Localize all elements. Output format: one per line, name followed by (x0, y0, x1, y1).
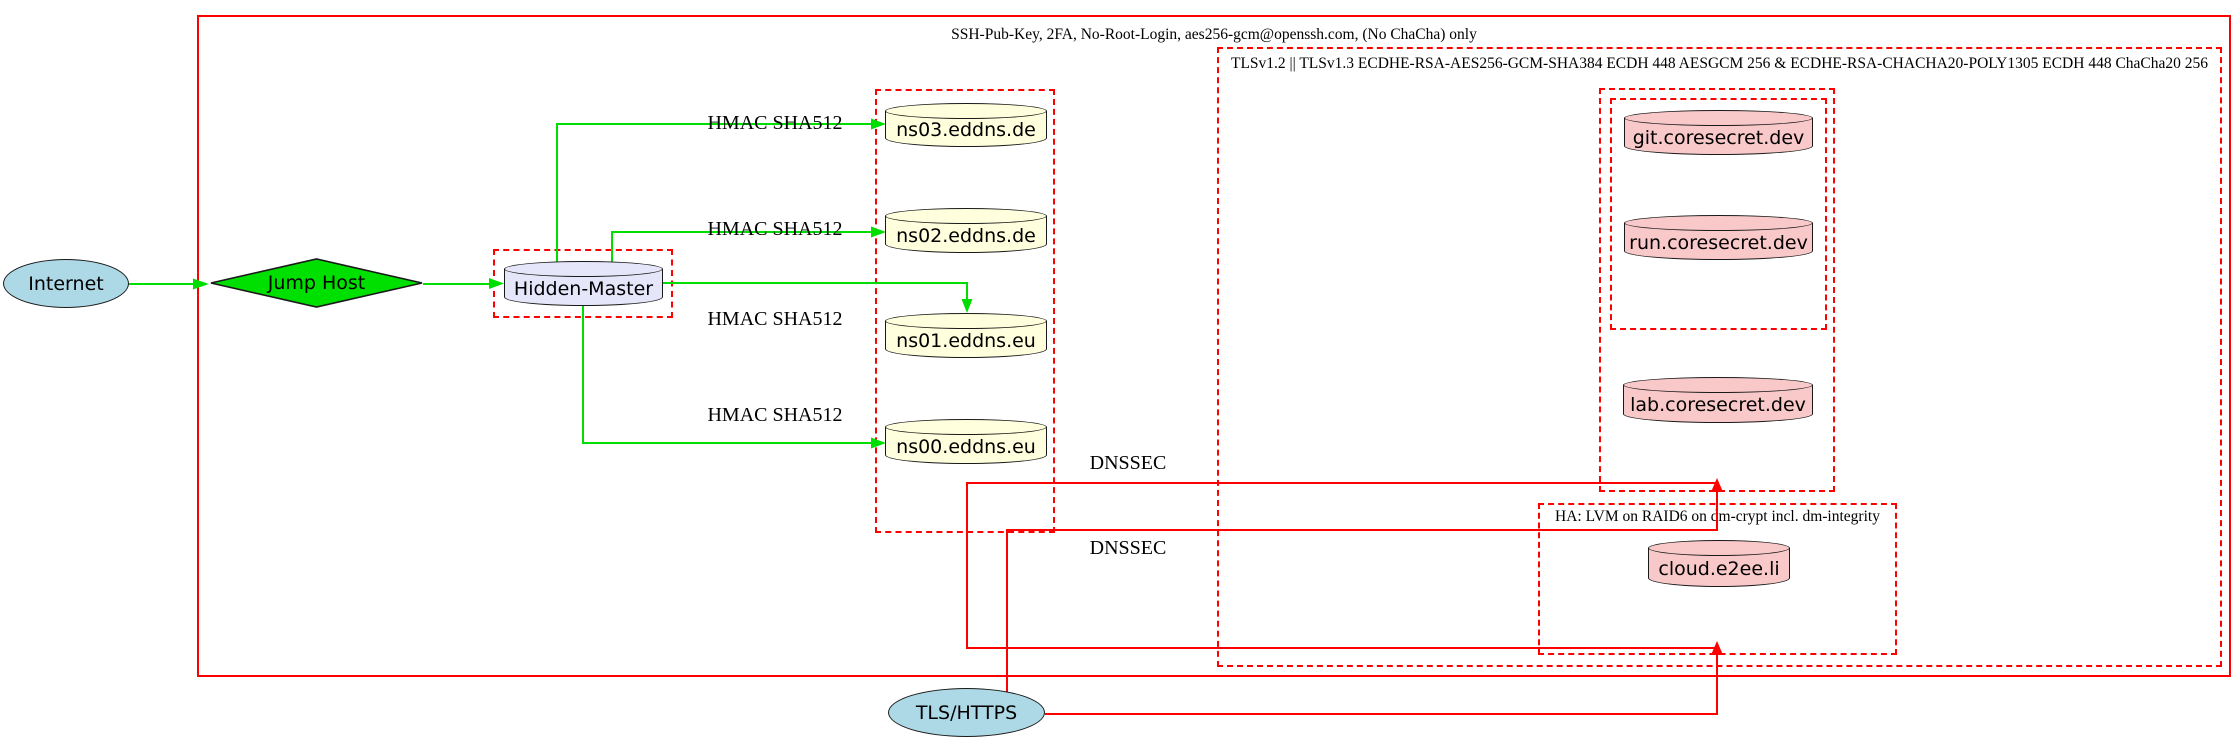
node-ns01-label: ns01.eddns.eu (896, 329, 1036, 352)
node-tls-https-label: TLS/HTTPS (915, 701, 1018, 724)
node-tls-https: TLS/HTTPS (888, 688, 1045, 737)
node-ns00-label: ns00.eddns.eu (896, 435, 1036, 458)
node-lab: lab.coresecret.dev (1623, 377, 1813, 423)
edge-label-hmac-ns03: HMAC SHA512 (707, 112, 843, 134)
node-ns03-label: ns03.eddns.de (896, 119, 1036, 141)
node-ns01: ns01.eddns.eu (885, 313, 1047, 358)
node-git-label: git.coresecret.dev (1632, 126, 1805, 149)
node-jump-host: Jump Host (210, 258, 423, 308)
cluster-dns-box (875, 89, 1055, 533)
node-hidden-master: Hidden-Master (504, 261, 663, 306)
node-ns00: ns00.eddns.eu (885, 419, 1047, 464)
diamond-shape (210, 258, 423, 308)
edge-label-hmac-ns01: HMAC SHA512 (707, 308, 843, 330)
cluster-gitrun-box (1610, 98, 1827, 330)
node-ns02: ns02.eddns.de (885, 208, 1047, 253)
node-jump-host-label: Jump Host (267, 272, 366, 294)
cylinder-top (885, 419, 1047, 435)
cluster-tls-box: TLSv1.2 || TLSv1.3 ECDHE-RSA-AES256-GCM-… (1217, 47, 2222, 667)
edge-label-dnssec-1: DNSSEC (1089, 452, 1167, 474)
cluster-ssh-label: SSH-Pub-Key, 2FA, No-Root-Login, aes256-… (951, 26, 1477, 43)
cylinder-top (1624, 215, 1813, 231)
cylinder-top (1623, 377, 1813, 393)
node-cloud-label: cloud.e2ee.li (1658, 557, 1780, 580)
edge-label-dnssec-2: DNSSEC (1089, 537, 1167, 559)
node-git: git.coresecret.dev (1624, 110, 1813, 155)
node-internet-label: Internet (28, 272, 104, 295)
node-lab-label: lab.coresecret.dev (1630, 394, 1806, 416)
node-run: run.coresecret.dev (1624, 215, 1813, 260)
node-internet: Internet (3, 259, 129, 308)
cluster-tls-label: TLSv1.2 || TLSv1.3 ECDHE-RSA-AES256-GCM-… (1230, 55, 2209, 72)
cluster-ha-label: HA: LVM on RAID6 on dm-crypt incl. dm-in… (1555, 508, 1880, 525)
node-hidden-master-label: Hidden-Master (513, 277, 654, 300)
node-ns03: ns03.eddns.de (885, 103, 1047, 147)
cylinder-top (885, 103, 1047, 119)
node-cloud: cloud.e2ee.li (1648, 540, 1790, 587)
node-run-label: run.coresecret.dev (1629, 231, 1808, 254)
cylinder-top (1624, 110, 1813, 126)
edge-label-hmac-ns00: HMAC SHA512 (707, 404, 843, 426)
cylinder-body (885, 321, 1047, 358)
edge-label-hmac-ns02: HMAC SHA512 (707, 218, 843, 240)
cylinder-top (885, 208, 1047, 224)
node-ns02-label: ns02.eddns.de (896, 224, 1036, 247)
cylinder-top (885, 313, 1047, 329)
